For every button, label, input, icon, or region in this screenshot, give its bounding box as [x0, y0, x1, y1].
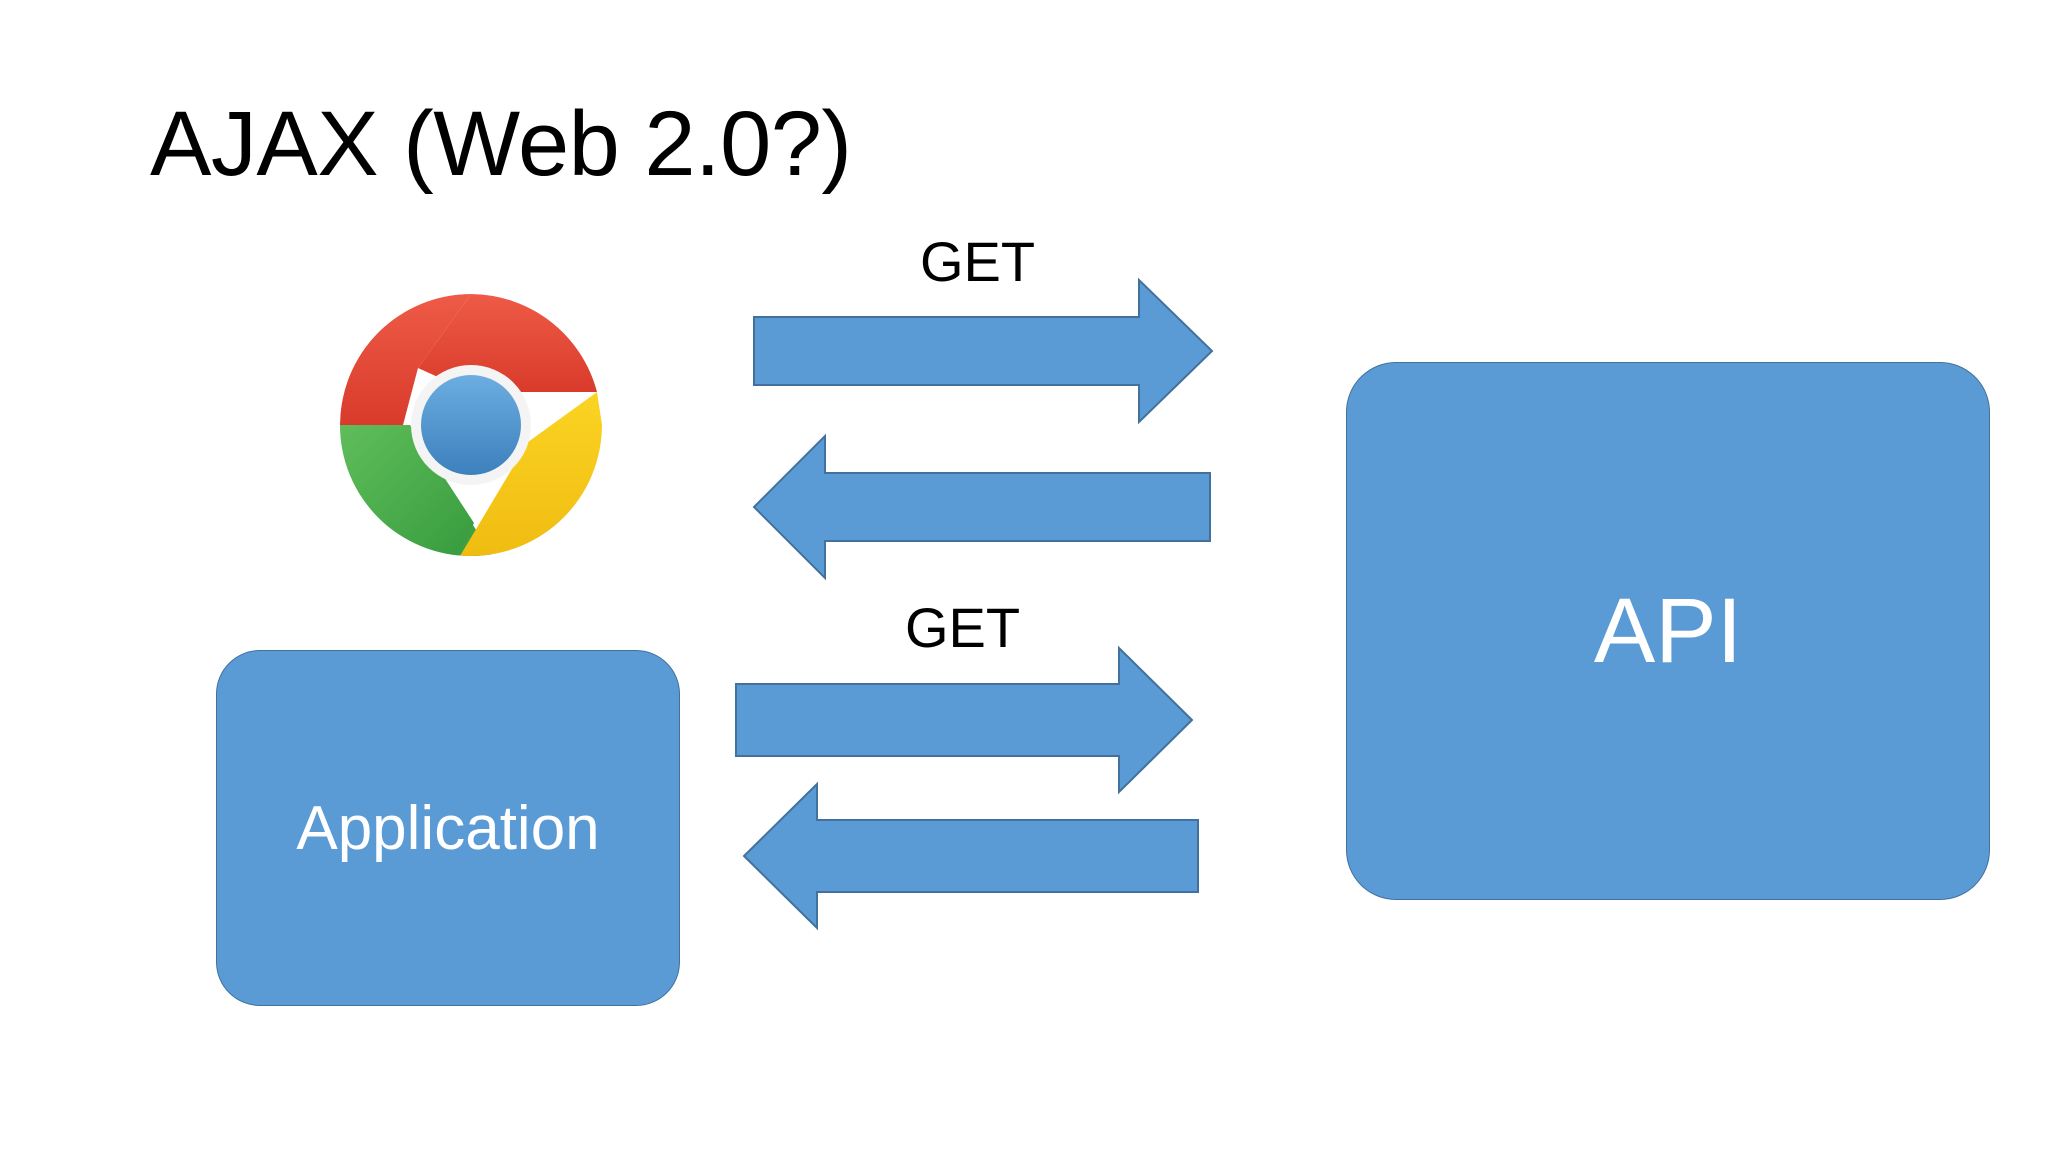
arrow-application-response-left	[742, 781, 1202, 931]
arrow-browser-response-left	[752, 433, 1212, 581]
node-api: API	[1346, 362, 1990, 900]
node-application: Application	[216, 650, 680, 1006]
page-title: AJAX (Web 2.0?)	[150, 93, 852, 195]
node-api-label: API	[1593, 579, 1743, 682]
node-application-label: Application	[296, 793, 600, 863]
chrome-logo-icon	[338, 292, 604, 558]
edge-label-get-top: GET	[920, 230, 1036, 293]
edge-label-get-bottom: GET	[905, 596, 1021, 659]
arrow-browser-request-right	[753, 277, 1214, 425]
arrow-application-request-right	[735, 645, 1196, 795]
